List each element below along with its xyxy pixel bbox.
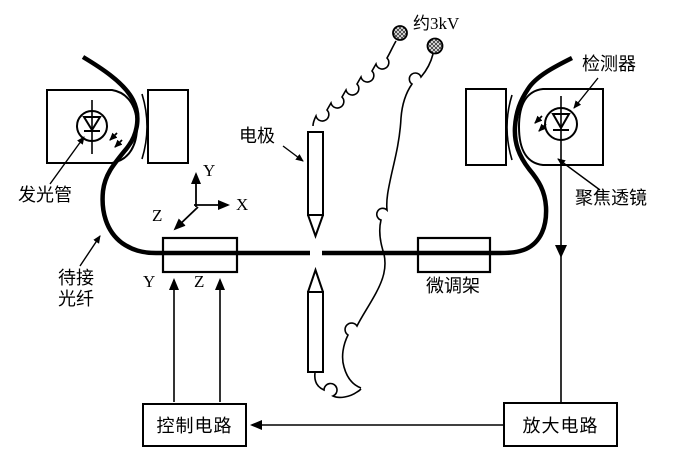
amplifier-circuit-box: 放大电路	[503, 402, 618, 447]
detector-lens-assembly	[465, 88, 604, 166]
stage-drive-arrows	[169, 278, 225, 402]
fiber-holders	[161, 236, 492, 274]
coordinate-axes-icon	[173, 172, 230, 231]
hv-wires	[312, 40, 434, 399]
focus-lens-label: 聚焦透镜	[575, 188, 647, 208]
axis-x-label: X	[236, 195, 249, 214]
emitter-label: 发光管	[18, 185, 72, 205]
electrode-label: 电极	[239, 126, 275, 146]
fiber-label: 待接 光纤	[58, 268, 94, 309]
light-emission-arrows-icon	[109, 132, 123, 148]
right-fiber	[322, 55, 574, 256]
leader-arrows	[49, 77, 601, 267]
left-fiber	[81, 55, 310, 256]
upper-electrode	[307, 131, 324, 239]
detector-label: 检测器	[582, 54, 636, 74]
stage-label: 微调架	[426, 276, 480, 296]
voltage-label: 约3kV	[413, 14, 460, 33]
detector-signal-line	[555, 96, 567, 402]
lower-electrode	[307, 266, 324, 373]
stage-axis-z-label: Z	[194, 272, 205, 291]
led-lens-assembly	[46, 89, 189, 164]
amplifier-circuit-label: 放大电路	[522, 415, 599, 436]
axis-z-label: Z	[152, 206, 163, 225]
axis-y-label: Y	[203, 161, 216, 180]
light-detection-arrows-icon	[534, 115, 547, 132]
control-circuit-box: 控制电路	[142, 403, 247, 447]
control-circuit-label: 控制电路	[156, 416, 233, 436]
hv-terminals	[392, 25, 444, 55]
stage-axis-y-label: Y	[143, 272, 156, 291]
